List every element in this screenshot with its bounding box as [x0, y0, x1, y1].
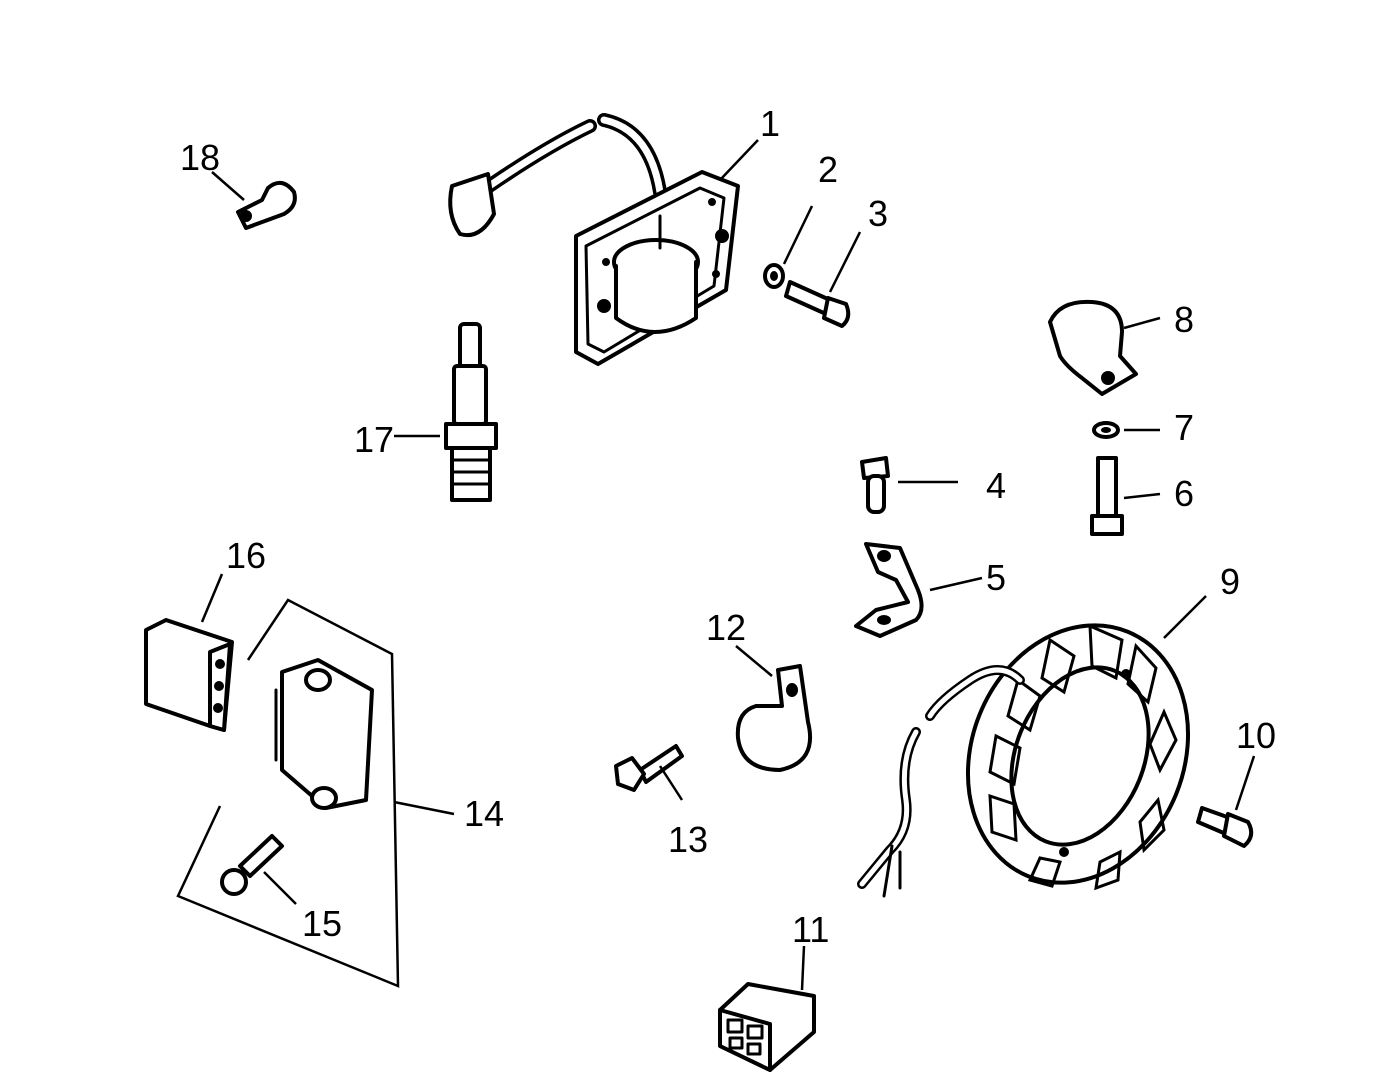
part-10-bolt[interactable]: [1196, 806, 1254, 848]
part-6-screw[interactable]: [1090, 456, 1124, 536]
leader-13: [658, 765, 684, 801]
callout-4: 4: [986, 465, 1006, 506]
leader-9: [1163, 595, 1207, 639]
leader-11: [800, 945, 806, 991]
part-3-screw[interactable]: [784, 280, 851, 328]
callout-9: 9: [1220, 561, 1240, 602]
leader-1: [719, 139, 759, 181]
leader-14: [393, 800, 455, 816]
callout-1: 1: [760, 103, 780, 144]
callout-7: 7: [1174, 407, 1194, 448]
part-15-screw[interactable]: [220, 834, 284, 896]
part-4-bolt[interactable]: [860, 456, 890, 514]
part-7-washer[interactable]: [1092, 421, 1120, 439]
leader-16: [200, 573, 224, 623]
part-9-stator[interactable]: [930, 592, 1225, 916]
callout-labels: 1 2 3 4 5 6 7 8 9 10 11 12 13 14 15 16 1…: [180, 103, 1276, 950]
part-12-clamp[interactable]: [735, 664, 813, 772]
leader-18: [211, 171, 245, 201]
leader-15: [263, 871, 297, 905]
callout-3: 3: [868, 193, 888, 234]
part-5-bracket[interactable]: [854, 542, 924, 638]
leader-8: [1123, 316, 1161, 330]
callout-16: 16: [226, 535, 266, 576]
callout-12: 12: [706, 607, 746, 648]
part-11-connector[interactable]: [718, 982, 816, 1072]
leader-10: [1234, 755, 1256, 811]
callout-17: 17: [354, 419, 394, 460]
part-8-clamp[interactable]: [1048, 299, 1138, 396]
leader-3: [828, 231, 862, 293]
callout-11: 11: [792, 909, 829, 950]
callout-14: 14: [464, 793, 504, 834]
part-16-module[interactable]: [144, 618, 234, 732]
part-18-cable-clamp[interactable]: [236, 180, 297, 230]
part-17-spark-plug[interactable]: [444, 322, 498, 502]
callout-18: 18: [180, 137, 220, 178]
callout-8: 8: [1174, 299, 1194, 340]
callout-2: 2: [818, 149, 838, 190]
leader-12: [735, 645, 773, 677]
leader-2: [782, 205, 814, 265]
leader-lines: [200, 139, 1256, 991]
part-13-bolt[interactable]: [614, 744, 684, 792]
part-14-regulator-assembly[interactable]: [176, 598, 400, 988]
callout-5: 5: [986, 557, 1006, 598]
leader-5: [929, 576, 983, 592]
part-2-washer[interactable]: [763, 263, 785, 289]
part-1-ignition-module[interactable]: [448, 113, 740, 366]
part-9-wire-harness: [857, 665, 1025, 898]
callout-15: 15: [302, 903, 342, 944]
callout-13: 13: [668, 819, 708, 860]
leader-6: [1123, 492, 1161, 500]
callout-6: 6: [1174, 473, 1194, 514]
callout-10: 10: [1236, 715, 1276, 756]
